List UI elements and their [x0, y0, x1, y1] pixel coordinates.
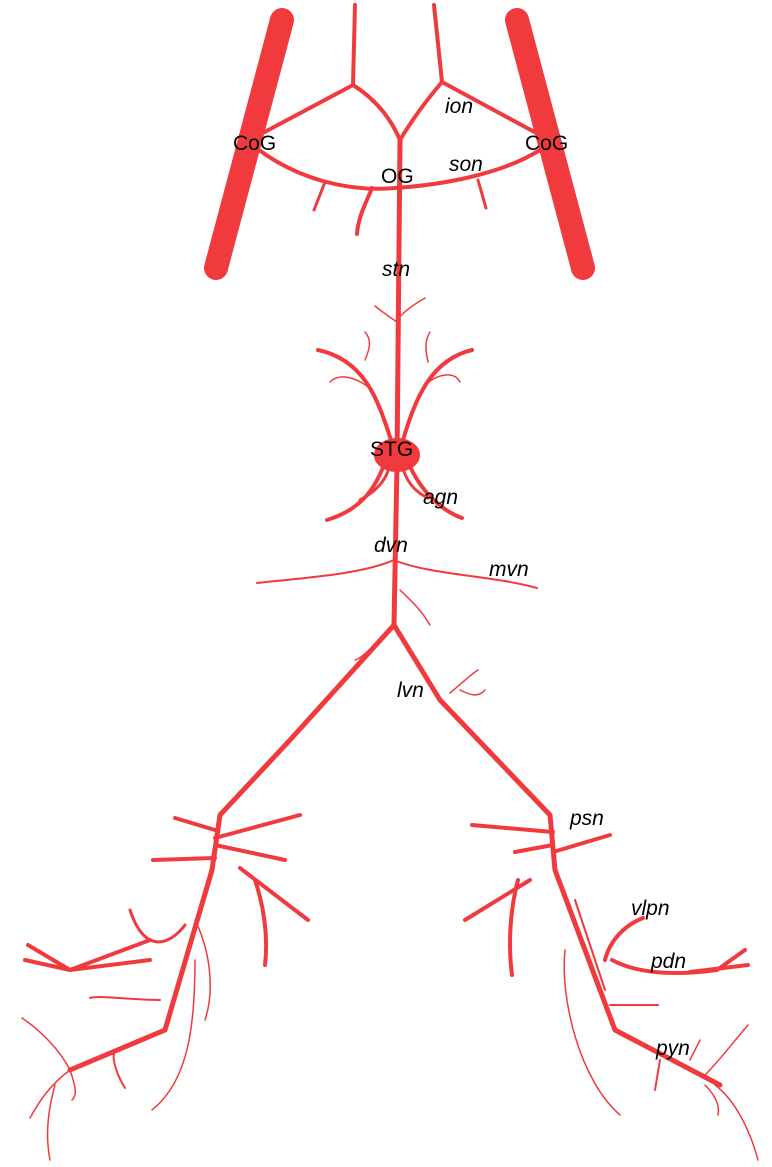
stn-nerve	[397, 140, 400, 460]
pdn-label: pdn	[650, 950, 686, 973]
right-branch-1	[465, 880, 530, 920]
dvn-label: dvn	[374, 534, 408, 557]
pyn-twig-2	[705, 1025, 748, 1075]
stn-label: stn	[382, 258, 410, 281]
stg-anterior-right-branch	[403, 350, 472, 440]
left-branch-7	[130, 910, 185, 942]
psn-nerve-2	[515, 845, 553, 852]
dvn-twig	[400, 590, 430, 625]
mvn-left-nerve	[257, 560, 394, 583]
lvn-right-twig	[450, 670, 478, 693]
left-branch-6	[255, 880, 266, 965]
stg-anterior-right-twig-2	[426, 332, 430, 362]
stg-label: STG	[370, 438, 413, 461]
lvn-right-twig-2	[460, 690, 485, 695]
agn-left-nerve	[327, 462, 385, 520]
left-branch-15	[22, 1018, 70, 1070]
pyn-twig-4	[705, 1085, 718, 1115]
og-label: OG	[381, 165, 414, 188]
vlpn-label: vlpn	[631, 897, 670, 920]
son-left-branch	[314, 182, 325, 210]
left-branch-11	[195, 920, 210, 1020]
left-branch-16	[70, 1070, 75, 1100]
left-branch-5	[240, 868, 308, 920]
left-branch-1	[175, 818, 215, 830]
ion-label: ion	[445, 95, 473, 118]
lvn-label: lvn	[397, 679, 424, 702]
stg-anterior-left-branch	[318, 350, 391, 440]
stn-twig	[397, 298, 425, 320]
right-branch-6	[690, 1040, 700, 1060]
left-branch-17	[48, 1085, 55, 1160]
ion-left-junction	[353, 85, 400, 140]
right-branch-2	[510, 880, 518, 975]
stg-anterior-left-twig-2	[365, 332, 370, 360]
psn-nerve-3	[553, 835, 610, 852]
lvn-right-nerve	[394, 625, 720, 1085]
mvn-label: mvn	[489, 558, 529, 581]
vlpn-nerve	[605, 918, 643, 960]
son-left-branch-2	[357, 188, 372, 234]
psn-label: psn	[569, 807, 604, 830]
right-branch-3	[575, 900, 605, 990]
pyn-label: pyn	[655, 1037, 690, 1060]
ion-right-junction	[400, 82, 442, 140]
cog-left-label: CoG	[233, 132, 276, 155]
psn-nerve-1	[472, 825, 553, 832]
left-branch-10	[90, 997, 160, 1000]
pyn-twig-1	[655, 1060, 660, 1090]
left-branch-4	[215, 845, 285, 860]
stn-twig-2	[375, 306, 397, 322]
left-branch-13	[114, 1050, 125, 1088]
agn-label: agn	[423, 486, 458, 509]
left-branch-2	[215, 815, 300, 838]
pyn-twig-3	[715, 1085, 758, 1160]
cog-right-label: CoG	[525, 132, 568, 155]
son-right-branch	[478, 180, 486, 208]
left-branch-3	[153, 858, 215, 860]
son-label: son	[449, 153, 483, 176]
